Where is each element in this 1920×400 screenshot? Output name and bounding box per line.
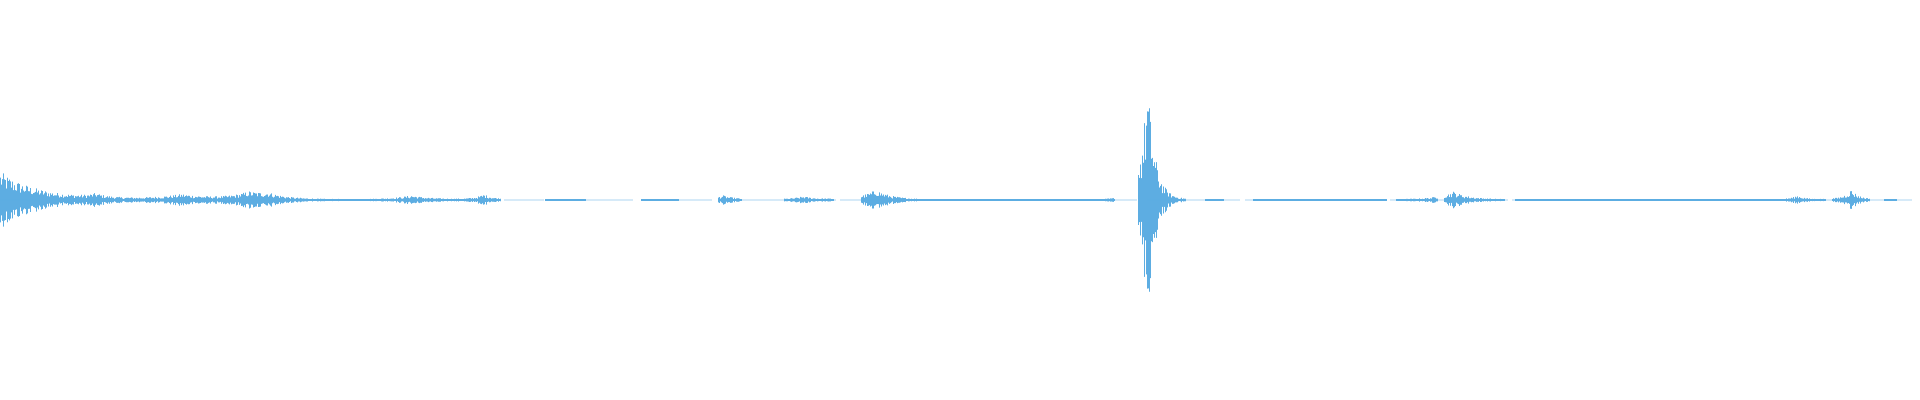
waveform-bars [0, 108, 1912, 292]
